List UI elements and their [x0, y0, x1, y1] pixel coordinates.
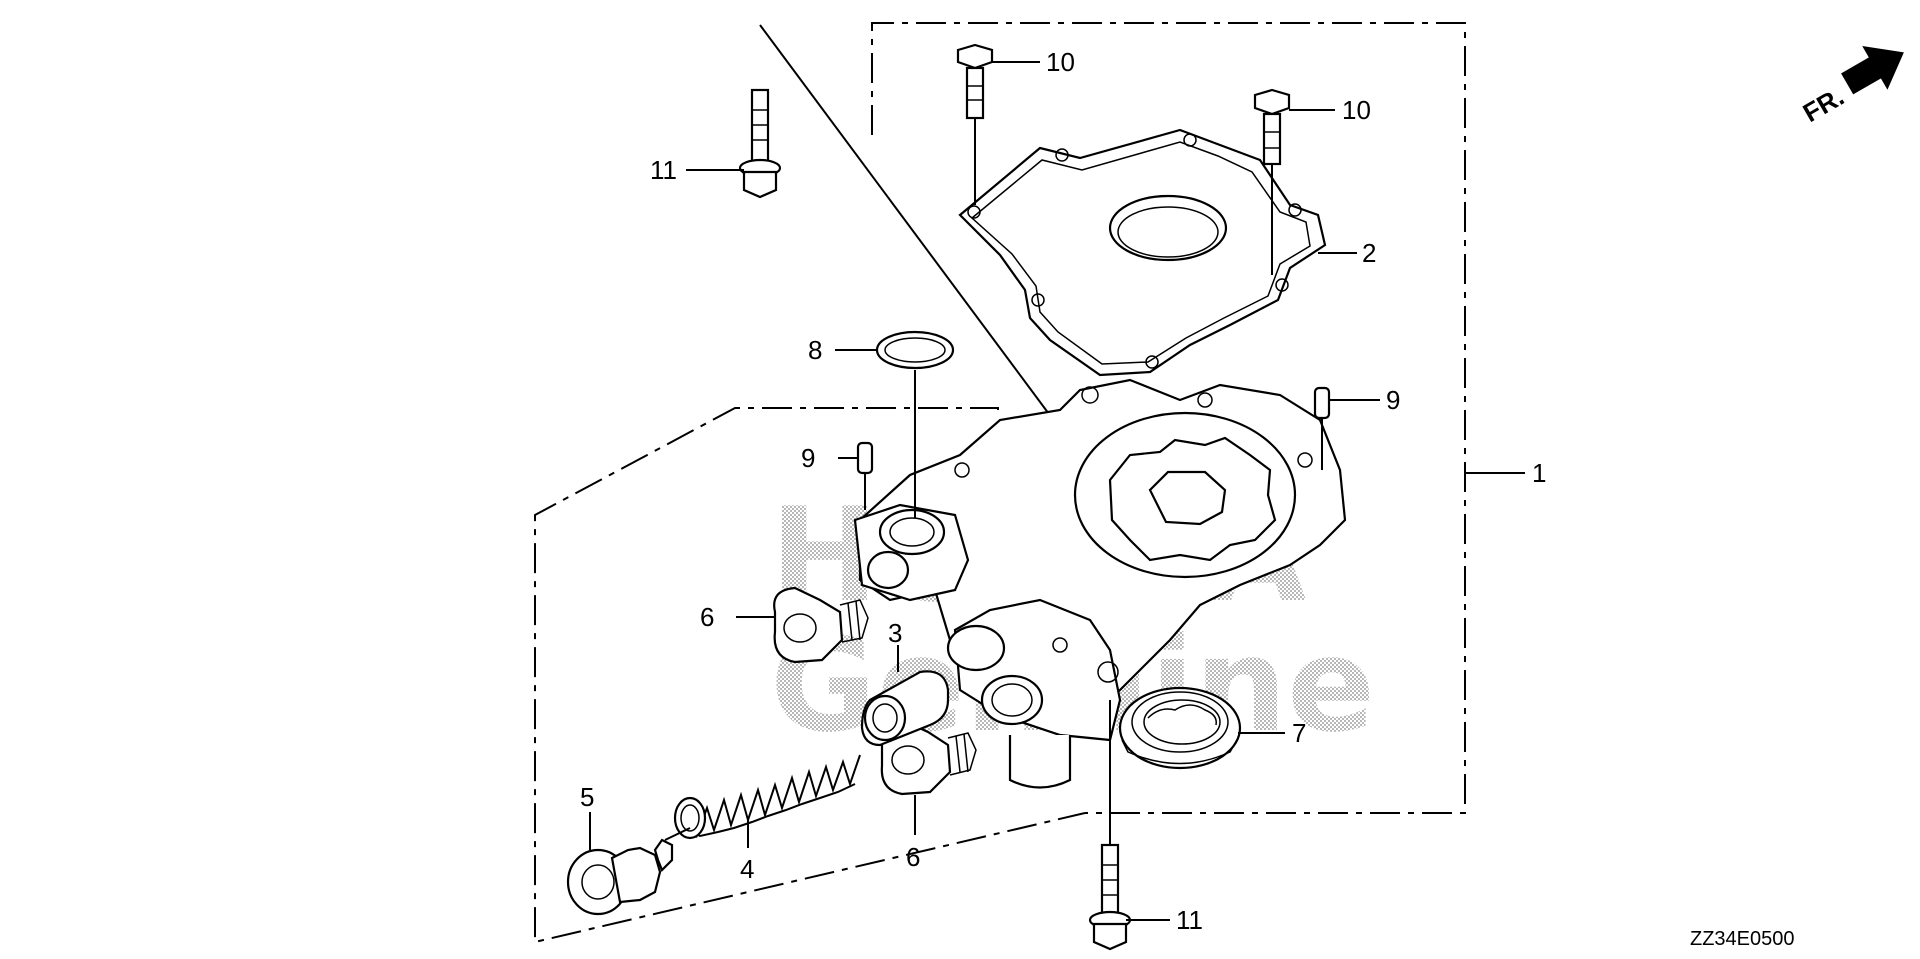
callout-10-lower: 10 — [1342, 95, 1371, 125]
callout-9-left: 9 — [801, 443, 815, 473]
lower-group-boundary — [534, 407, 1086, 944]
callout-11-lower: 11 — [1176, 905, 1203, 935]
callout-6-lower: 6 — [906, 842, 920, 872]
callout-11-upper: 11 — [650, 155, 677, 185]
callout-7: 7 — [1292, 718, 1306, 748]
callout-9-right: 9 — [1386, 385, 1400, 415]
bolt-part-11-b — [1088, 700, 1132, 951]
callout-8: 8 — [808, 335, 822, 365]
dowel-pin-part-9-b — [1313, 386, 1331, 470]
callout-1: 1 — [1532, 458, 1546, 488]
front-direction-arrow: FR. — [1798, 46, 1904, 128]
drawing-code: ZZ34E0500 — [1690, 928, 1795, 950]
leader-line-long — [759, 24, 1099, 481]
pump-body-part-1 — [853, 378, 1347, 789]
callout-10-upper: 10 — [1046, 47, 1075, 77]
relief-valve-part-3 — [860, 670, 950, 747]
direction-label: FR. — [1798, 81, 1849, 128]
plug-part-6-a — [773, 586, 869, 664]
upper-group-boundary — [871, 22, 1466, 814]
callout-labels: 1 2 3 4 5 6 6 7 8 9 9 10 10 11 11 — [580, 47, 1546, 935]
bolt-part-10-b — [1253, 88, 1291, 275]
callout-4: 4 — [740, 854, 754, 884]
callout-5: 5 — [580, 782, 594, 812]
callout-leaders — [589, 61, 1525, 921]
callout-6-upper: 6 — [700, 602, 714, 632]
bolt-part-11-a — [738, 88, 782, 199]
o-ring-part-8 — [875, 330, 955, 518]
gasket-cover-part-2 — [958, 128, 1327, 377]
callout-3: 3 — [888, 618, 902, 648]
callout-2: 2 — [1362, 238, 1376, 268]
oil-seal-part-7 — [1118, 686, 1242, 770]
plug-part-5 — [566, 827, 691, 916]
assembly-boundaries — [534, 22, 1466, 944]
spring-part-4 — [673, 754, 861, 840]
bolt-part-10-a — [956, 43, 994, 205]
